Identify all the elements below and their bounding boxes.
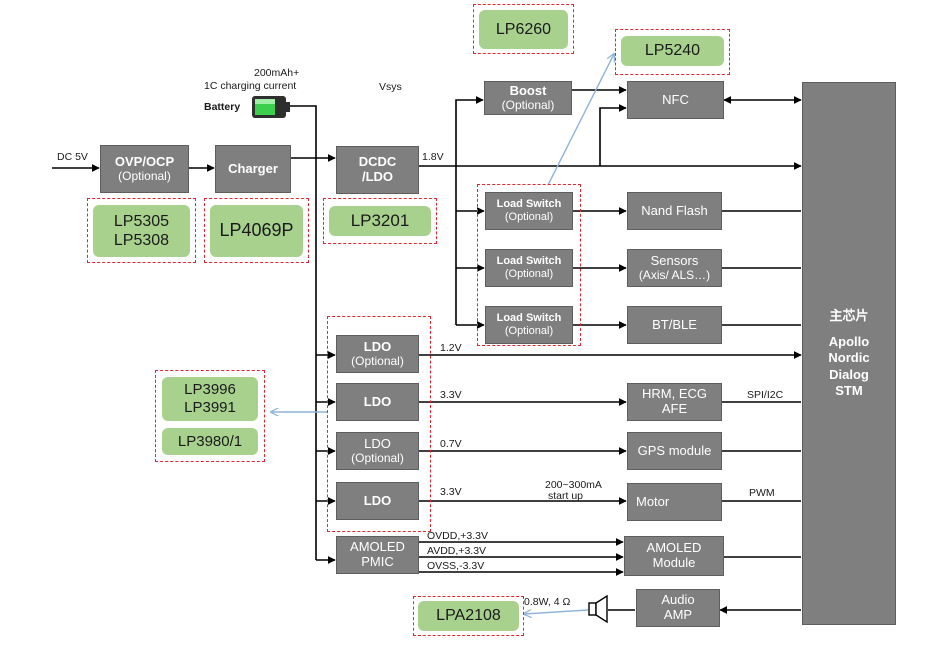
charging-current-label: 1C charging current xyxy=(204,80,297,92)
mcu-vendor-nordic: Nordic xyxy=(828,350,870,366)
nand-flash-block: Nand Flash xyxy=(627,192,722,230)
load-switch-3-block: Load Switch(Optional) xyxy=(485,306,573,344)
ldo-parts-group xyxy=(155,370,265,462)
part-lp6260: LP6260 xyxy=(479,10,568,49)
wire-vsys-bus xyxy=(290,105,317,560)
motor-current-label: 200~300mA xyxy=(545,479,602,491)
load-switch-group xyxy=(477,184,581,346)
rail-18v-label: 1.8V xyxy=(422,151,444,163)
ldo-2-block: LDO xyxy=(336,383,419,421)
part-lp3996: LP3996 xyxy=(184,381,236,398)
main-chip-title: 主芯片 xyxy=(829,307,869,323)
part-lp3996-lp3991: LP3996 LP3991 xyxy=(162,377,258,421)
lpa2108-group xyxy=(413,596,524,636)
part-lp3201: LP3201 xyxy=(329,206,431,236)
rail-33v-b-label: 3.3V xyxy=(440,486,462,498)
spi-i2c-label: SPI/I2C xyxy=(747,389,784,401)
ovss-label: OVSS,-3.3V xyxy=(427,560,485,572)
mcu-vendor-stm: STM xyxy=(835,382,863,398)
rail-33v-a-label: 3.3V xyxy=(440,389,462,401)
speaker-spec-label: 0.8W, 4 Ω xyxy=(524,596,571,608)
pwm-label: PWM xyxy=(749,487,775,499)
part-lp4069p: LP4069P xyxy=(210,205,303,257)
load-switch-1-block: Load Switch(Optional) xyxy=(485,192,573,230)
main-chip-block: 主芯片 Apollo Nordic Dialog STM xyxy=(802,82,896,625)
ovp-ocp-block: OVP/OCP(Optional) xyxy=(100,145,189,193)
mcu-vendor-dialog: Dialog xyxy=(829,366,869,382)
battery-label: Battery xyxy=(204,101,241,113)
part-lp5305-lp5308: LP5305 LP5308 xyxy=(93,205,190,257)
charger-block: Charger xyxy=(215,145,291,193)
part-lpa2108: LPA2108 xyxy=(418,601,519,631)
ldo-4-block: LDO xyxy=(336,482,419,520)
bt-ble-block: BT/BLE xyxy=(627,306,722,344)
part-lp5240: LP5240 xyxy=(621,36,724,66)
sensors-block: Sensors(Axis/ ALS…) xyxy=(627,249,722,287)
callout-lp5240 xyxy=(547,54,614,186)
part-lp5305: LP5305 xyxy=(113,212,170,230)
avdd-label: AVDD,+3.3V xyxy=(427,545,487,557)
start-up-label: start up xyxy=(548,490,584,502)
boost-block: Boost(Optional) xyxy=(484,81,572,115)
speaker-icon xyxy=(588,594,608,624)
ldo-1-block: LDO(Optional) xyxy=(336,335,419,373)
mcu-vendor-apollo: Apollo xyxy=(828,334,870,350)
battery-icon xyxy=(252,96,290,118)
load-switch-2-block: Load Switch(Optional) xyxy=(485,249,573,287)
motor-block: Motor xyxy=(627,483,722,521)
part-lp3980: LP3980/1 xyxy=(162,428,258,455)
lp6260-group xyxy=(473,4,574,54)
lp4069p-group xyxy=(204,198,309,263)
gps-module-block: GPS module xyxy=(627,432,722,470)
wire-18v-nfc xyxy=(599,104,627,166)
part-lp5308: LP5308 xyxy=(113,232,170,249)
rail-07v-label: 0.7V xyxy=(440,438,462,450)
part-lp3991: LP3991 xyxy=(184,399,236,416)
nfc-block: NFC xyxy=(627,81,724,119)
dcdc-ldo-block: DCDC/LDO xyxy=(336,146,419,194)
capacity-label: 200mAh+ xyxy=(254,67,300,79)
lp5305-group xyxy=(87,198,196,263)
lp5240-group xyxy=(615,29,730,75)
callout-lpa2108 xyxy=(524,609,589,614)
dc5v-label: DC 5V xyxy=(57,151,88,163)
ldo-group xyxy=(327,316,431,532)
ldo-3-block: LDO(Optional) xyxy=(336,432,419,470)
lp3201-group xyxy=(323,198,437,244)
vsys-label: Vsys xyxy=(379,81,402,93)
rail-12v-label: 1.2V xyxy=(440,342,462,354)
ovdd-label: OVDD,+3.3V xyxy=(427,530,488,542)
wire-18v-boost xyxy=(455,96,484,166)
